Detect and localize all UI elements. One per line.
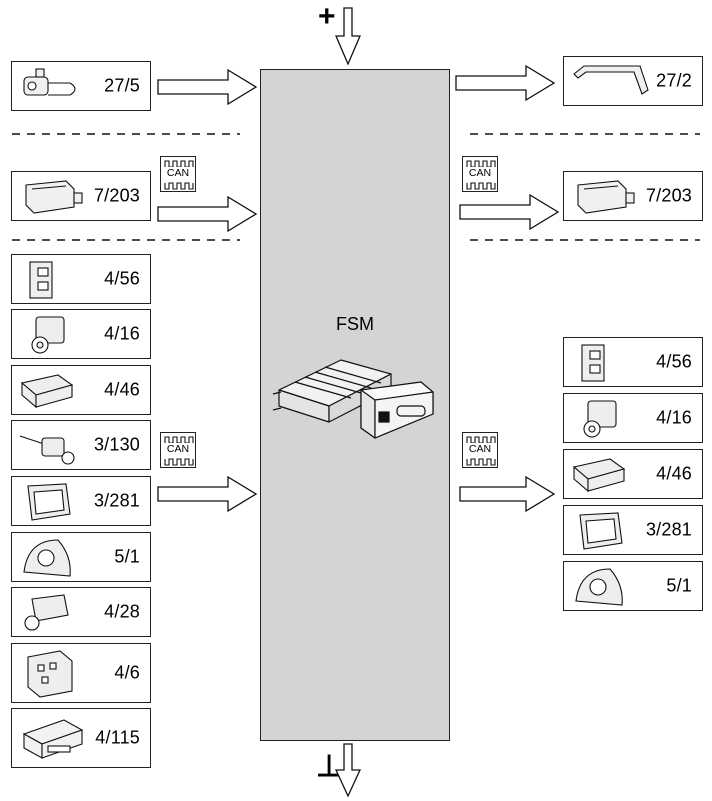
component-3-130: 3/130 — [11, 420, 151, 470]
component-4-56-left: 4/56 — [11, 254, 151, 304]
component-label: 3/281 — [93, 490, 140, 511]
component-4-16-right: 4/16 — [563, 393, 703, 443]
component-label: 4/16 — [104, 323, 140, 344]
component-4-6: 4/6 — [11, 643, 151, 703]
sensor-unit-icon — [31, 316, 65, 354]
component-label: 4/16 — [656, 407, 692, 428]
component-4-16-left: 4/16 — [11, 309, 151, 359]
sensor-unit-icon — [583, 400, 617, 438]
instrument-cluster-icon — [575, 568, 623, 606]
actuator-icon — [24, 594, 69, 631]
component-27-5: 27/5 — [11, 61, 151, 111]
ecu-box-icon — [22, 719, 84, 759]
can-badge-right-group: CAN — [462, 432, 498, 468]
module-icon — [29, 261, 53, 299]
instrument-cluster-icon — [23, 539, 71, 577]
arrow-can-left-in — [157, 475, 258, 513]
component-label: 4/56 — [104, 268, 140, 289]
can-badge-left-group: CAN — [160, 432, 196, 468]
arrow-27-2-out — [455, 64, 556, 102]
fsm-module-block: FSM — [260, 69, 450, 741]
component-label: 4/46 — [104, 379, 140, 400]
component-5-1-left: 5/1 — [11, 532, 151, 582]
display-unit-icon — [27, 483, 71, 521]
can-badge-right-top: CAN — [462, 156, 498, 192]
component-label: 5/1 — [114, 546, 140, 567]
supply-arrow — [335, 7, 361, 66]
fsm-module-icon — [272, 359, 434, 439]
arrow-7-203-out — [459, 193, 560, 231]
component-4-46-right: 4/46 — [563, 449, 703, 499]
display-unit-icon — [579, 512, 623, 550]
component-3-281-left: 3/281 — [11, 476, 151, 526]
relay-box-icon — [27, 650, 73, 698]
switch-sensor-icon — [23, 68, 76, 96]
component-5-1-right: 5/1 — [563, 561, 703, 611]
component-7-203-right: 7/203 — [563, 171, 703, 221]
component-3-281-right: 3/281 — [563, 505, 703, 555]
can-label: CAN — [463, 167, 497, 179]
component-label: 4/56 — [656, 351, 692, 372]
ecu-icon — [20, 374, 74, 409]
component-label: 3/130 — [93, 434, 140, 455]
ground-symbol: ⊥ — [316, 750, 343, 783]
component-27-2: 27/2 — [563, 56, 703, 106]
can-label: CAN — [463, 443, 497, 455]
component-label: 4/6 — [114, 662, 140, 683]
component-4-28: 4/28 — [11, 587, 151, 637]
component-label: 7/203 — [93, 185, 140, 206]
component-4-115: 4/115 — [11, 708, 151, 768]
module-icon — [581, 344, 605, 382]
arrow-7-203-in — [157, 195, 258, 233]
can-label: CAN — [161, 443, 195, 455]
component-label: 7/203 — [645, 185, 692, 206]
can-label: CAN — [161, 167, 195, 179]
plus-supply-symbol: + — [318, 0, 336, 33]
component-label: 3/281 — [645, 519, 692, 540]
component-label: 4/28 — [104, 601, 140, 622]
steering-switch-icon — [19, 435, 75, 465]
component-7-203-left: 7/203 — [11, 171, 151, 221]
can-badge-left-top: CAN — [160, 156, 196, 192]
component-4-46-left: 4/46 — [11, 365, 151, 415]
ecu-icon — [572, 458, 626, 493]
component-label: 5/1 — [666, 575, 692, 596]
fsm-label: FSM — [336, 314, 374, 334]
ground-arrow — [334, 743, 362, 798]
component-label: 4/46 — [656, 463, 692, 484]
component-label: 27/5 — [104, 75, 140, 96]
arrow-27-5-in — [157, 68, 258, 106]
trim-strip-icon — [573, 65, 649, 95]
arrow-can-right-out — [459, 475, 556, 513]
component-label: 4/115 — [95, 727, 140, 748]
component-4-56-right: 4/56 — [563, 337, 703, 387]
control-module-icon — [25, 180, 83, 214]
control-module-icon — [577, 180, 635, 214]
component-label: 27/2 — [656, 70, 692, 91]
